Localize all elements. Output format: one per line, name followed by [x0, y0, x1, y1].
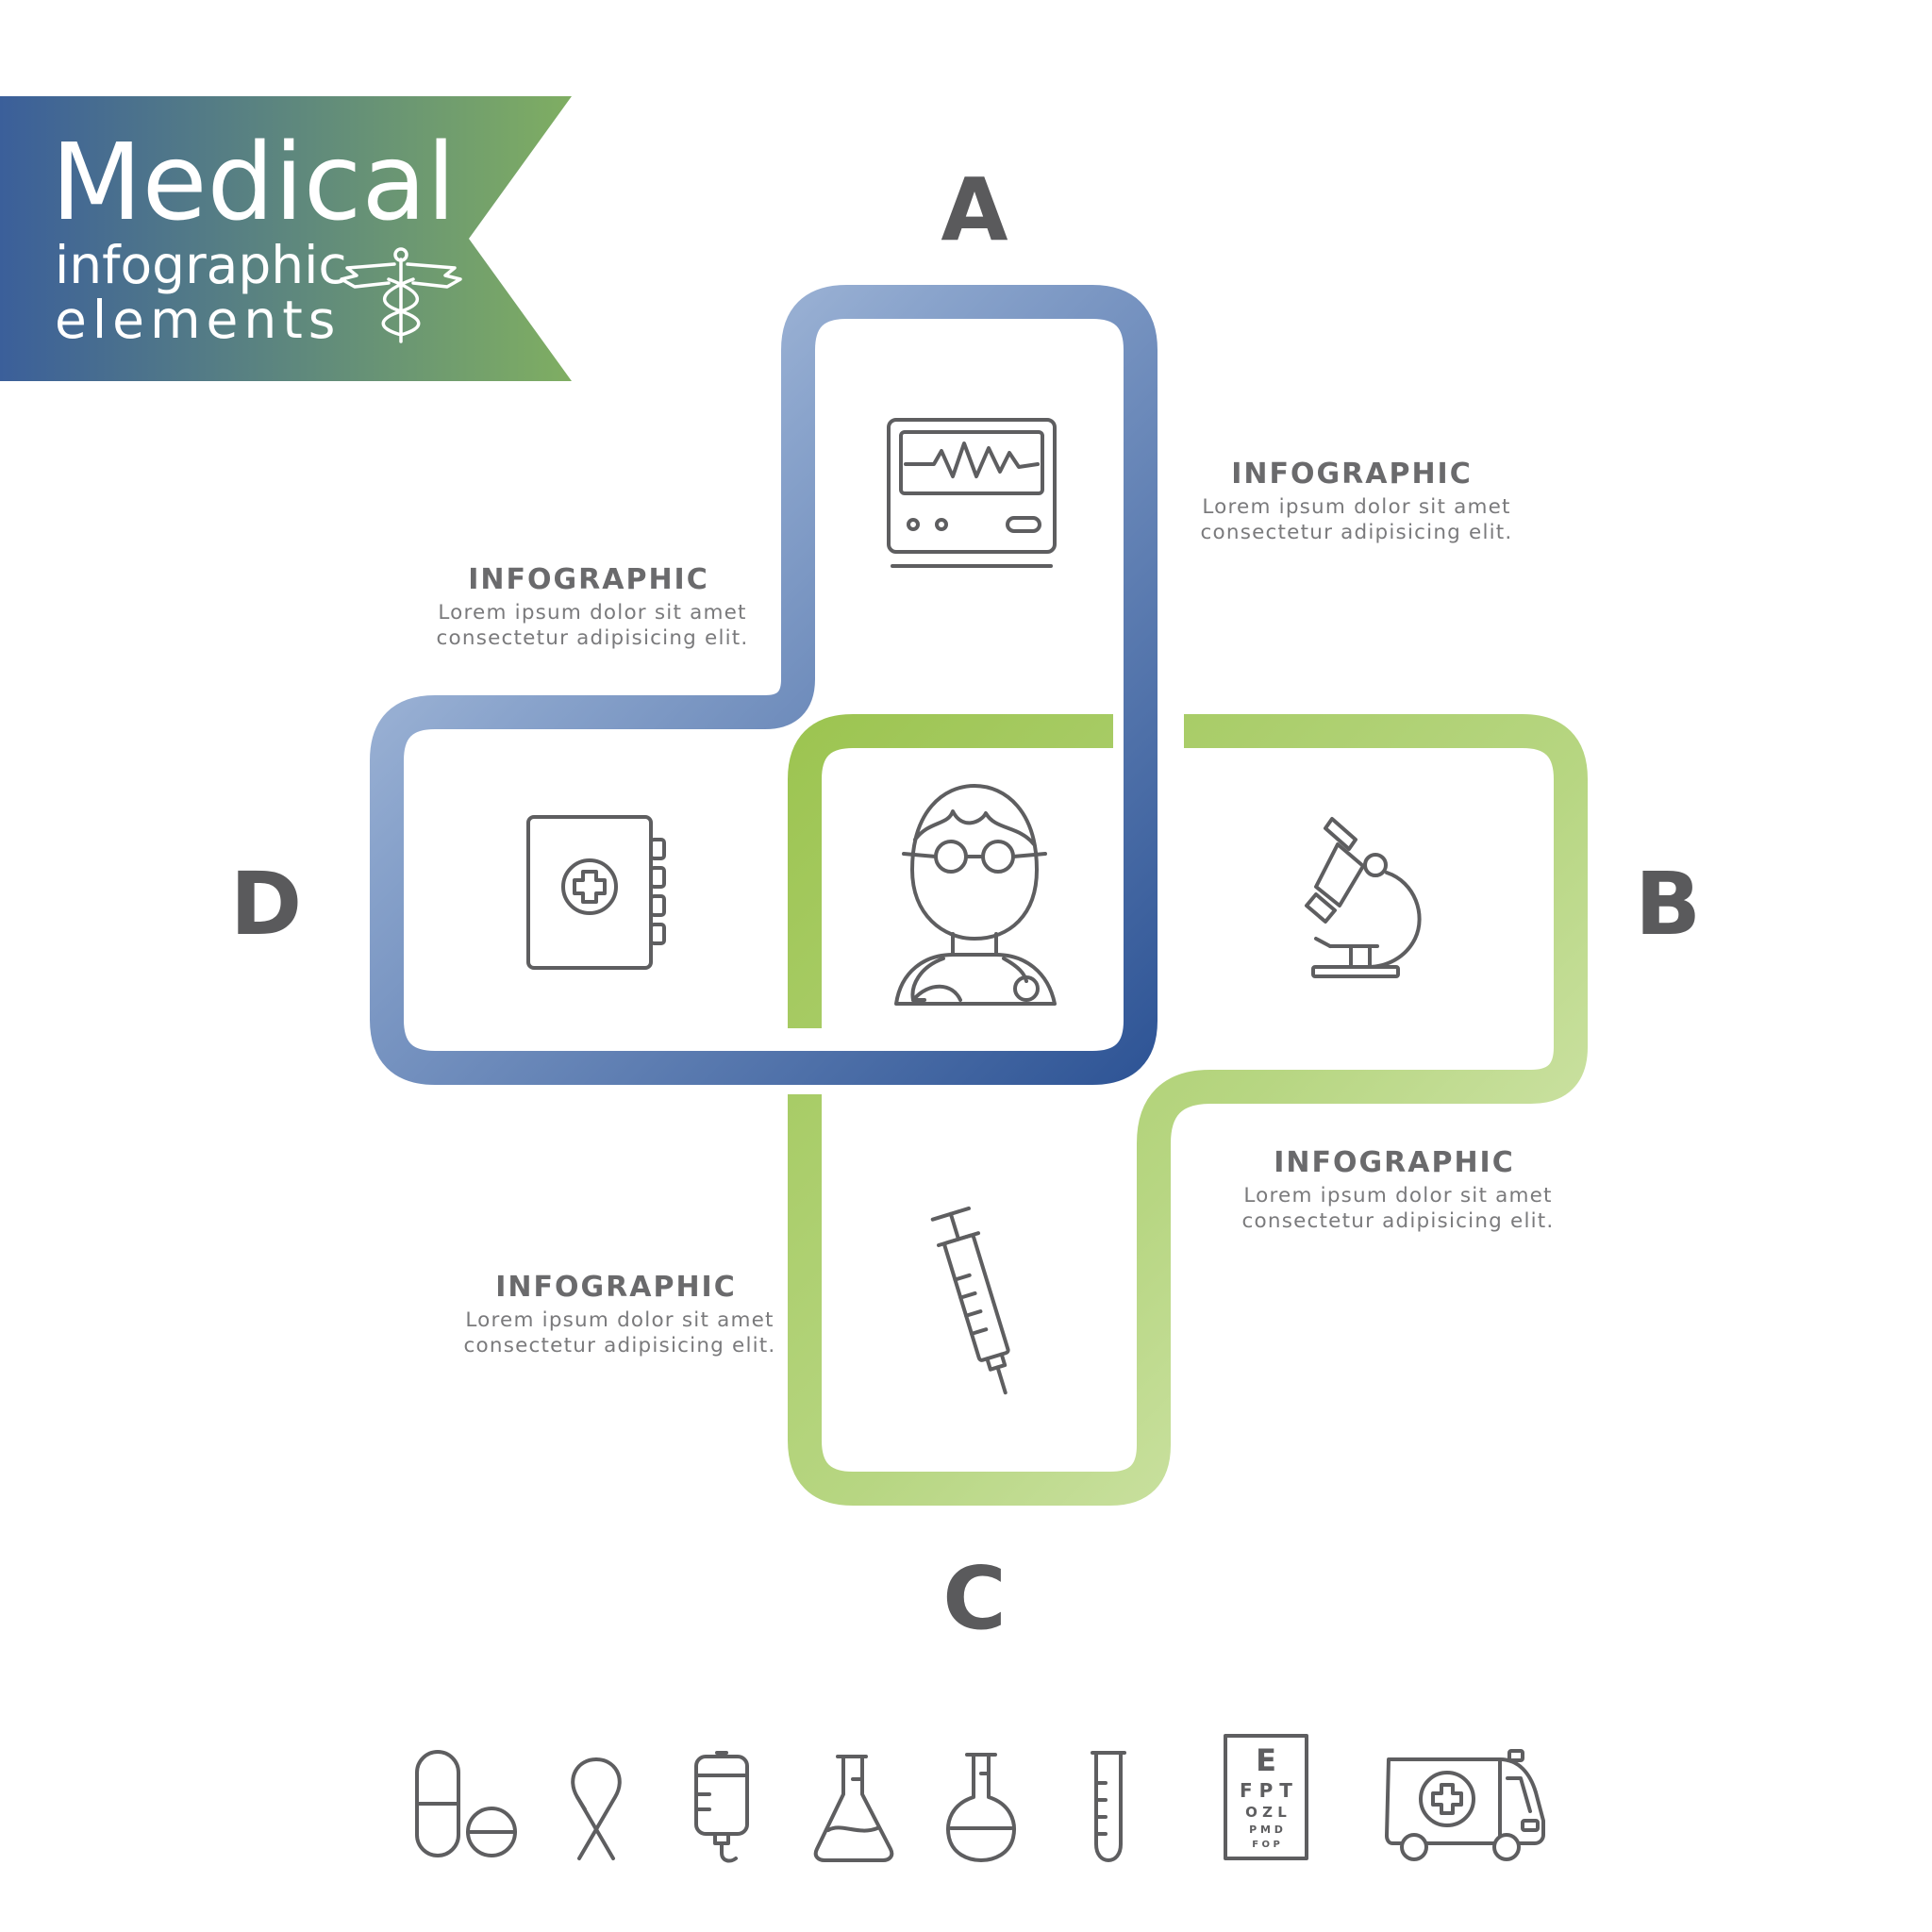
eye-chart-row2: F P T [1240, 1779, 1292, 1802]
infographic-text-line1: Lorem ipsum dolor sit amet [438, 601, 746, 625]
ambulance-icon [1385, 1749, 1545, 1861]
infographic-title: INFOGRAPHIC [1274, 1146, 1514, 1179]
bottom-icon-row: E F P T O Z L P M D F O P [415, 1734, 1545, 1863]
green-cross-outline [788, 714, 1588, 1506]
heart-monitor-icon [887, 418, 1057, 568]
syringe-icon [930, 1206, 1010, 1395]
pills-icon [415, 1750, 517, 1857]
infographic-text-line2: consectetur adipisicing elit. [437, 626, 749, 650]
conical-flask-icon [813, 1755, 894, 1862]
infographic-title: INFOGRAPHIC [495, 1271, 736, 1304]
eye-chart-row3: O Z L [1245, 1804, 1287, 1821]
segment-letter-a: A [941, 159, 1008, 260]
eye-chart-row5: F O P [1252, 1840, 1280, 1850]
eye-chart-row1: E [1256, 1742, 1276, 1778]
medical-book-icon [526, 815, 666, 970]
infographic-title: INFOGRAPHIC [468, 563, 708, 596]
infographic-text-line1: Lorem ipsum dolor sit amet [1243, 1184, 1552, 1208]
infographic-title: INFOGRAPHIC [1231, 458, 1472, 491]
awareness-ribbon-icon [571, 1757, 622, 1860]
blue-cross-outline [370, 285, 1158, 1085]
segment-letter-d: D [230, 854, 302, 955]
round-flask-icon [946, 1753, 1016, 1862]
caduceus-icon [340, 247, 462, 343]
segment-letter-c: C [942, 1548, 1007, 1649]
infographic-block-c: INFOGRAPHIC Lorem ipsum dolor sit amet c… [464, 1271, 776, 1357]
infographic-text-line1: Lorem ipsum dolor sit amet [1202, 495, 1510, 519]
title-banner: Medical infographic elements [0, 96, 572, 381]
infographic-block-a: INFOGRAPHIC Lorem ipsum dolor sit amet c… [1201, 458, 1513, 544]
microscope-icon [1305, 817, 1422, 978]
doctor-icon [894, 784, 1057, 1006]
iv-bag-icon [694, 1751, 749, 1863]
banner-ribbon [0, 96, 572, 381]
eye-chart-row4: P M D [1249, 1824, 1283, 1836]
banner-subtitle-line2: elements [55, 290, 341, 350]
infographic-block-b: INFOGRAPHIC Lorem ipsum dolor sit amet c… [1242, 1146, 1555, 1233]
eye-chart-icon: E F P T O Z L P M D F O P [1224, 1734, 1308, 1860]
infographic-block-d: INFOGRAPHIC Lorem ipsum dolor sit amet c… [437, 563, 749, 650]
infographic-text-line2: consectetur adipisicing elit. [1201, 521, 1513, 544]
infographic-text-line2: consectetur adipisicing elit. [464, 1334, 776, 1357]
banner-title: Medical [51, 122, 456, 244]
segment-letter-b: B [1635, 854, 1701, 955]
banner-subtitle-line1: infographic [55, 235, 347, 295]
infographic-text-line2: consectetur adipisicing elit. [1242, 1209, 1555, 1233]
infographic-text-line1: Lorem ipsum dolor sit amet [465, 1308, 774, 1332]
test-tube-icon [1091, 1751, 1126, 1862]
